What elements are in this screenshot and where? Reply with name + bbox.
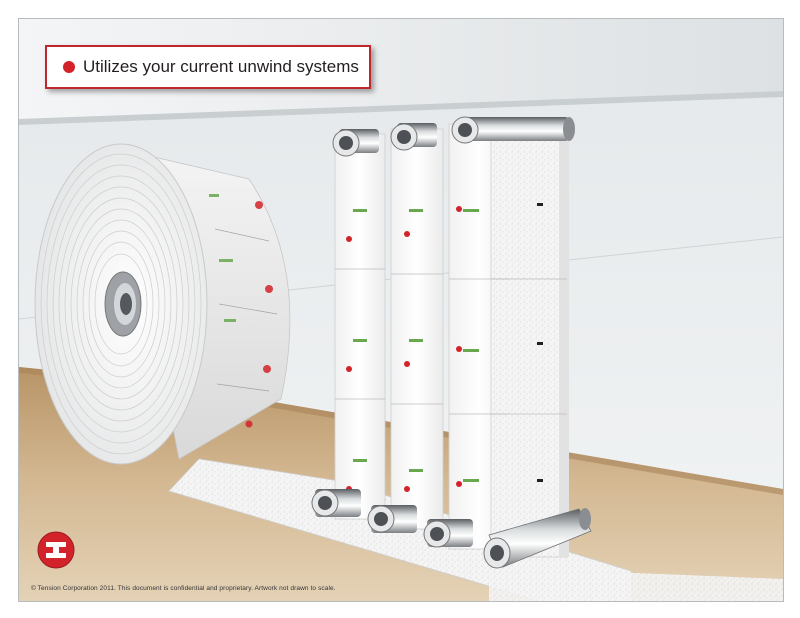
feature-callout: Utilizes your current unwind systems <box>45 45 371 89</box>
illustration-frame: Utilizes your current unwind systems © T… <box>18 18 784 602</box>
bottom-rollers <box>311 489 592 569</box>
ceiling <box>19 19 783 119</box>
bullet-icon <box>63 61 75 73</box>
scene-illustration <box>19 19 783 601</box>
tension-logo-icon <box>37 531 75 569</box>
copyright-footer: © Tension Corporation 2011. This documen… <box>31 585 336 592</box>
ceiling-edge <box>19 91 783 125</box>
top-rollers <box>332 116 575 157</box>
web-path <box>334 118 569 558</box>
callout-text: Utilizes your current unwind systems <box>83 57 359 76</box>
paper-roll <box>34 143 291 465</box>
